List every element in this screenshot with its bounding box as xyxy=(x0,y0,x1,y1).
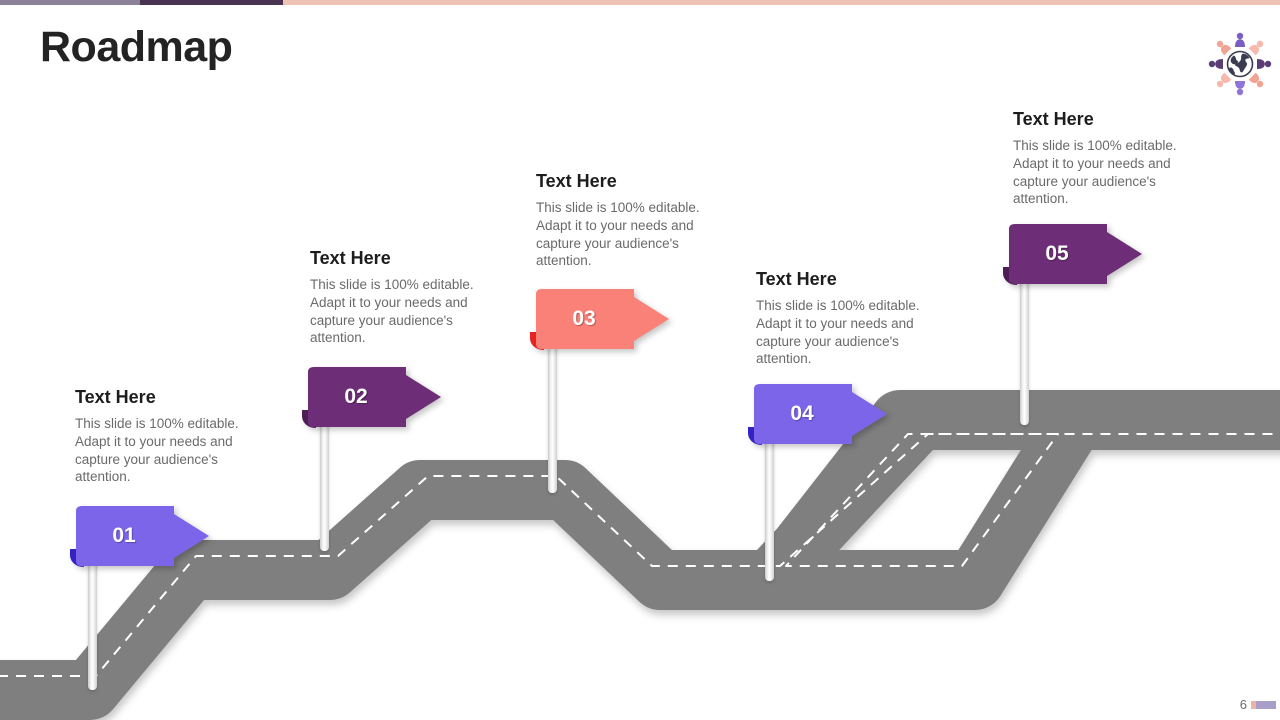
milestone-04: Text Here This slide is 100% editable. A… xyxy=(756,270,936,368)
milestone-01-flag[interactable]: 01 xyxy=(68,505,213,567)
milestone-03-pole xyxy=(548,318,557,493)
milestone-04-heading: Text Here xyxy=(756,269,837,289)
milestone-04-flag[interactable]: 04 xyxy=(746,383,891,445)
rule-segment-3 xyxy=(283,0,1280,5)
page-title: Roadmap xyxy=(40,23,233,71)
rule-segment-1 xyxy=(0,0,140,5)
milestone-05-flag[interactable]: 05 xyxy=(1001,223,1146,285)
rule-segment-2 xyxy=(140,0,283,5)
milestone-03-body: This slide is 100% editable. Adapt it to… xyxy=(536,200,700,269)
milestone-01-pole xyxy=(88,535,97,690)
footer-color-swatch xyxy=(1251,701,1276,709)
milestone-05: Text Here This slide is 100% editable. A… xyxy=(1013,110,1193,208)
global-team-globe-logo xyxy=(1203,27,1277,101)
milestone-05-flag-body xyxy=(1009,224,1142,284)
page-number: 6 xyxy=(1239,697,1247,712)
footer-swatch-blush xyxy=(1251,701,1256,709)
milestone-05-pole xyxy=(1020,253,1029,425)
milestone-03: Text Here This slide is 100% editable. A… xyxy=(536,172,716,270)
milestone-02-heading: Text Here xyxy=(310,248,391,268)
milestone-04-pole xyxy=(765,413,774,581)
milestone-01: Text Here This slide is 100% editable. A… xyxy=(75,388,255,486)
milestone-02-flag[interactable]: 02 xyxy=(300,366,445,428)
milestone-01-body: This slide is 100% editable. Adapt it to… xyxy=(75,416,239,485)
milestone-02: Text Here This slide is 100% editable. A… xyxy=(310,249,490,347)
milestone-05-body: This slide is 100% editable. Adapt it to… xyxy=(1013,138,1177,207)
milestone-04-body: This slide is 100% editable. Adapt it to… xyxy=(756,298,920,367)
milestone-03-flag-body xyxy=(536,289,669,349)
milestone-04-flag-body xyxy=(754,384,887,444)
milestone-02-body: This slide is 100% editable. Adapt it to… xyxy=(310,277,474,346)
milestone-01-heading: Text Here xyxy=(75,387,156,407)
milestone-02-pole xyxy=(320,396,329,551)
milestone-03-flag[interactable]: 03 xyxy=(528,288,673,350)
footer-swatch-lavender xyxy=(1256,701,1276,709)
milestone-01-flag-body xyxy=(76,506,209,566)
milestone-03-heading: Text Here xyxy=(536,171,617,191)
top-accent-rule xyxy=(0,0,1280,5)
milestone-05-heading: Text Here xyxy=(1013,109,1094,129)
milestone-02-flag-body xyxy=(308,367,441,427)
